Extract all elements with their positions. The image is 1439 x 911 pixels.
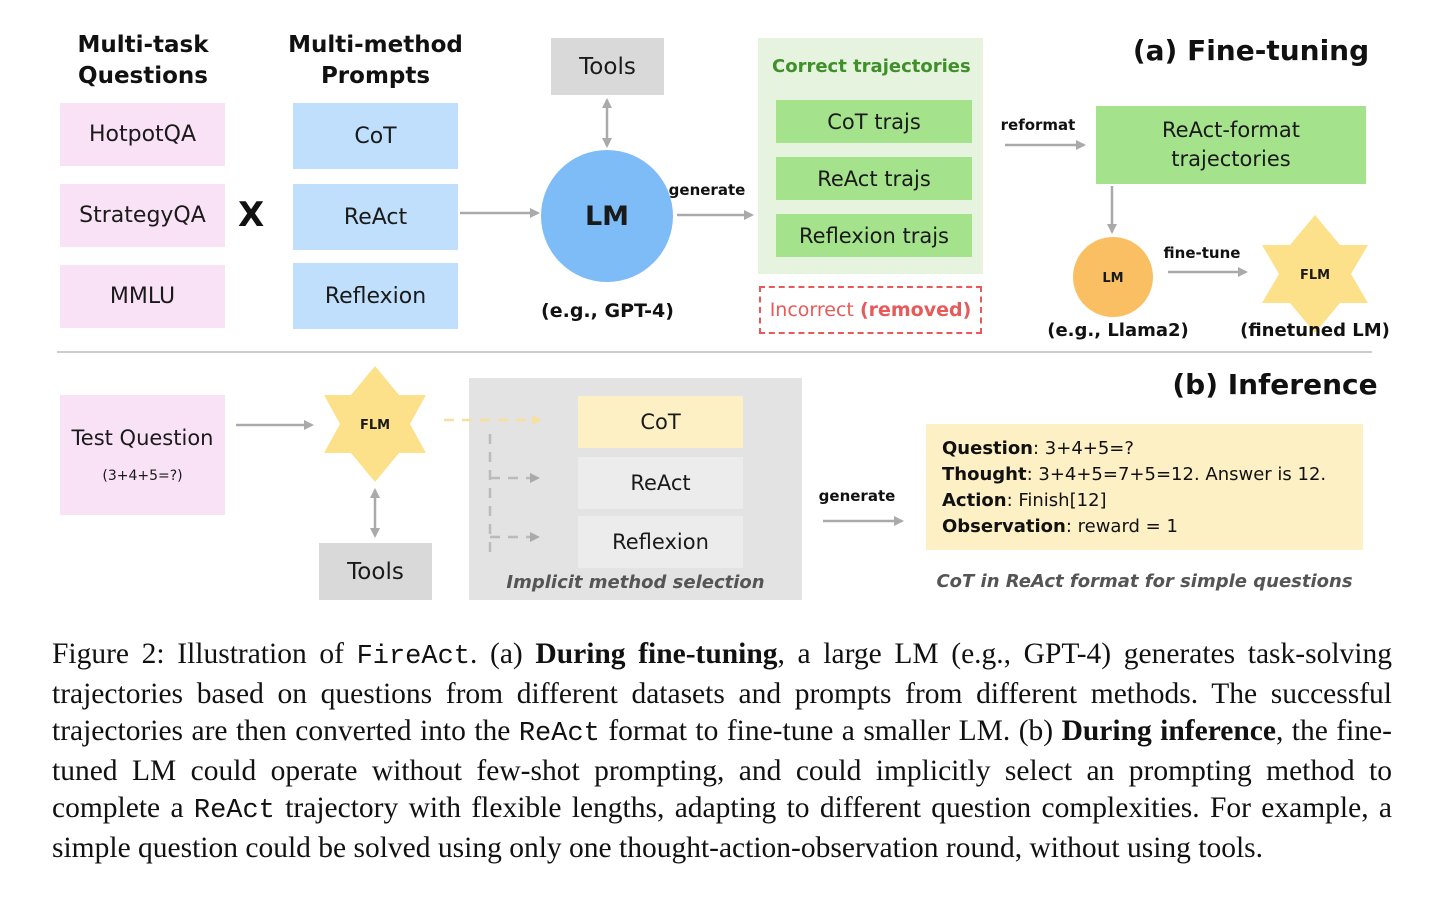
tools-box-finetune: Tools	[551, 38, 664, 95]
caption-part-5: , the fine-tuned LM could operate withou…	[52, 715, 1392, 824]
questions-header: Multi-task Questions	[57, 30, 229, 92]
test-question-example: (3+4+5=?)	[102, 468, 183, 484]
caption-bold-inference: During inference	[1061, 715, 1276, 747]
incorrect-removed: (removed)	[859, 299, 972, 321]
example-question-line: Question: 3+4+5=?	[942, 436, 1363, 462]
questions-header-line2: Questions	[78, 63, 208, 89]
prompt-react: ReAct	[293, 184, 458, 250]
example-observation-key: Observation	[942, 516, 1066, 537]
caption-react-2: ReAct	[193, 796, 275, 826]
example-observation-line: Observation: reward = 1	[942, 514, 1363, 540]
flm-star-finetune	[1262, 215, 1368, 333]
section-title-inference: (b) Inference	[1172, 368, 1378, 401]
correct-trajectories-title: Correct trajectories	[772, 56, 971, 77]
caption-part-6: trajectory with flexible lengths, adapti…	[52, 792, 1392, 864]
flm-star-inference	[324, 366, 426, 482]
incorrect-removed-box: Incorrect (removed)	[759, 286, 982, 334]
finetune-label: fine-tune	[1163, 244, 1241, 262]
example-question-value: : 3+4+5=?	[1033, 438, 1134, 459]
lm-circle	[541, 150, 673, 282]
example-action-key: Action	[942, 490, 1007, 511]
question-hotpotqa: HotpotQA	[60, 103, 225, 166]
cross-product-symbol: X	[238, 195, 265, 235]
test-question-label: Test Question	[71, 426, 214, 450]
figure-caption: Figure 2: Illustration of FireAct. (a) D…	[52, 636, 1392, 867]
react-format-line2: trajectories	[1171, 147, 1291, 171]
caption-part-3: , a large LM (e.g., GPT-4) generates tas…	[52, 638, 1392, 747]
traj-cot: CoT trajs	[776, 100, 972, 143]
section-title-finetuning: (a) Fine-tuning	[1132, 34, 1370, 67]
traj-reflexion: Reflexion trajs	[776, 214, 972, 257]
caption-part-1: Figure 2: Illustration of	[52, 638, 357, 670]
caption-bold-finetuning: During fine-tuning	[535, 638, 778, 670]
example-observation-value: : reward = 1	[1065, 516, 1178, 537]
flm-caption: (finetuned LM)	[1240, 320, 1390, 341]
flm-label-inference: FLM	[359, 417, 391, 433]
traj-react: ReAct trajs	[776, 157, 972, 200]
test-question-box: Test Question (3+4+5=?)	[60, 395, 225, 515]
small-lm-circle	[1073, 237, 1153, 317]
method-cot: CoT	[578, 396, 743, 448]
prompts-header-line1: Multi-method	[288, 32, 463, 58]
lm-example: (e.g., GPT-4)	[541, 300, 674, 322]
prompt-reflexion: Reflexion	[293, 263, 458, 329]
prompt-cot: CoT	[293, 103, 458, 169]
prompts-header-line2: Prompts	[320, 63, 431, 89]
caption-part-4: format to fine-tune a smaller LM. (b)	[599, 715, 1062, 747]
example-thought-value: : 3+4+5=7+5=12. Answer is 12.	[1026, 464, 1327, 485]
method-reflexion: Reflexion	[578, 516, 743, 568]
reformat-label: reformat	[1000, 116, 1076, 134]
example-question-key: Question	[942, 438, 1033, 459]
example-action-line: Action: Finish[12]	[942, 488, 1363, 514]
small-lm-label: LM	[1102, 270, 1124, 286]
example-thought-line: Thought: 3+4+5=7+5=12. Answer is 12.	[942, 462, 1363, 488]
tools-box-inference: Tools	[319, 543, 432, 600]
caption-react-1: ReAct	[518, 719, 600, 749]
react-format-line1: ReAct-format	[1162, 118, 1300, 142]
questions-header-line1: Multi-task	[77, 32, 209, 58]
incorrect-text: Incorrect	[769, 299, 854, 321]
generate-label-inference: generate	[818, 487, 896, 505]
prompts-header: Multi-method Prompts	[285, 30, 466, 92]
example-action-value: : Finish[12]	[1006, 490, 1107, 511]
react-example-box: Question: 3+4+5=? Thought: 3+4+5=7+5=12.…	[926, 424, 1363, 550]
implicit-selection-caption: Implicit method selection	[506, 572, 765, 593]
caption-fireact: FireAct	[356, 642, 470, 672]
question-mmlu: MMLU	[60, 265, 225, 328]
example-caption: CoT in ReAct format for simple questions	[936, 571, 1353, 592]
generate-label-finetune: generate	[668, 181, 746, 199]
method-react: ReAct	[578, 457, 743, 509]
react-format-trajectories: ReAct-format trajectories	[1096, 106, 1366, 184]
question-strategyqa: StrategyQA	[60, 184, 225, 247]
caption-part-2: . (a)	[469, 638, 536, 670]
lm-label: LM	[584, 200, 630, 232]
example-thought-key: Thought	[942, 464, 1027, 485]
flm-label-finetune: FLM	[1299, 267, 1331, 283]
small-lm-example: (e.g., Llama2)	[1047, 320, 1189, 341]
